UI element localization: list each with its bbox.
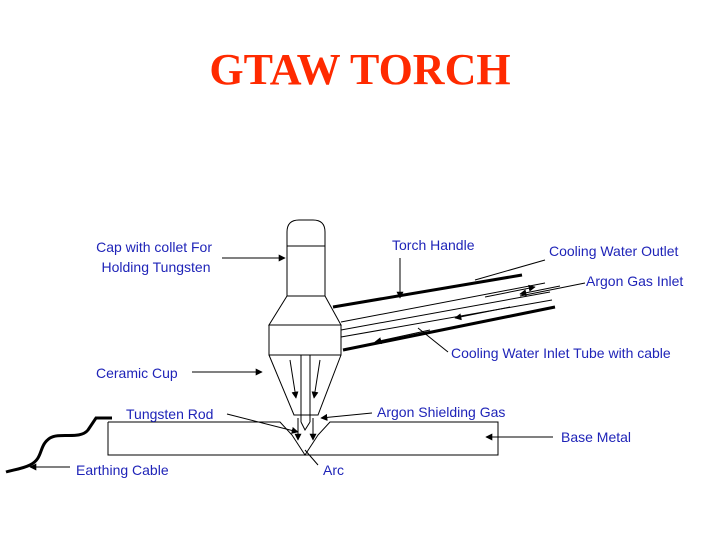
gas-flow-arrow bbox=[311, 359, 321, 399]
label-cap-line2: Holding Tungsten bbox=[102, 259, 211, 275]
label-ceramic-cup: Ceramic Cup bbox=[96, 365, 178, 381]
handle-outer-top bbox=[332, 273, 523, 309]
arc-leader bbox=[304, 449, 319, 466]
torch-cap bbox=[286, 219, 326, 247]
flow-arrow bbox=[519, 285, 561, 297]
ceramic-cup-upper bbox=[268, 324, 342, 356]
label-cooling-water-outlet: Cooling Water Outlet bbox=[549, 243, 679, 259]
label-arc: Arc bbox=[323, 462, 344, 478]
label-torch-handle: Torch Handle bbox=[392, 237, 475, 253]
label-base-metal: Base Metal bbox=[561, 429, 631, 445]
flow-arrow bbox=[374, 329, 431, 345]
flow-arrow bbox=[454, 306, 511, 321]
label-cooling-water-inlet: Cooling Water Inlet Tube with cable bbox=[451, 345, 671, 361]
shielding-gas-leader bbox=[320, 412, 373, 421]
cooling-outlet-leader bbox=[474, 259, 546, 281]
label-argon-gas-inlet: Argon Gas Inlet bbox=[586, 273, 683, 289]
handle-tube bbox=[340, 299, 553, 338]
ceramic-cup bbox=[268, 354, 342, 416]
tungsten-rod-leader bbox=[226, 413, 299, 434]
handle-outer-bottom bbox=[342, 305, 556, 352]
handle-tube bbox=[340, 282, 546, 323]
cooling-inlet-leader bbox=[417, 327, 449, 353]
label-cap: Cap with collet For Holding Tungsten bbox=[96, 239, 216, 275]
flow-arrow bbox=[484, 284, 536, 298]
handle-tube bbox=[340, 291, 551, 331]
label-earthing-cable: Earthing Cable bbox=[76, 462, 169, 478]
label-tungsten-rod: Tungsten Rod bbox=[126, 406, 213, 422]
page-title: GTAW TORCH bbox=[209, 45, 511, 94]
torch-body bbox=[268, 295, 342, 326]
label-argon-shielding-gas: Argon Shielding Gas bbox=[377, 404, 505, 420]
label-cap-line1: Cap with collet For bbox=[96, 239, 212, 255]
tungsten-rod-tip bbox=[300, 421, 311, 432]
gas-flow-arrow bbox=[289, 359, 299, 399]
argon-inlet-leader bbox=[519, 282, 586, 297]
torch-cap-neck bbox=[286, 245, 326, 297]
earthing-cable bbox=[5, 416, 112, 474]
